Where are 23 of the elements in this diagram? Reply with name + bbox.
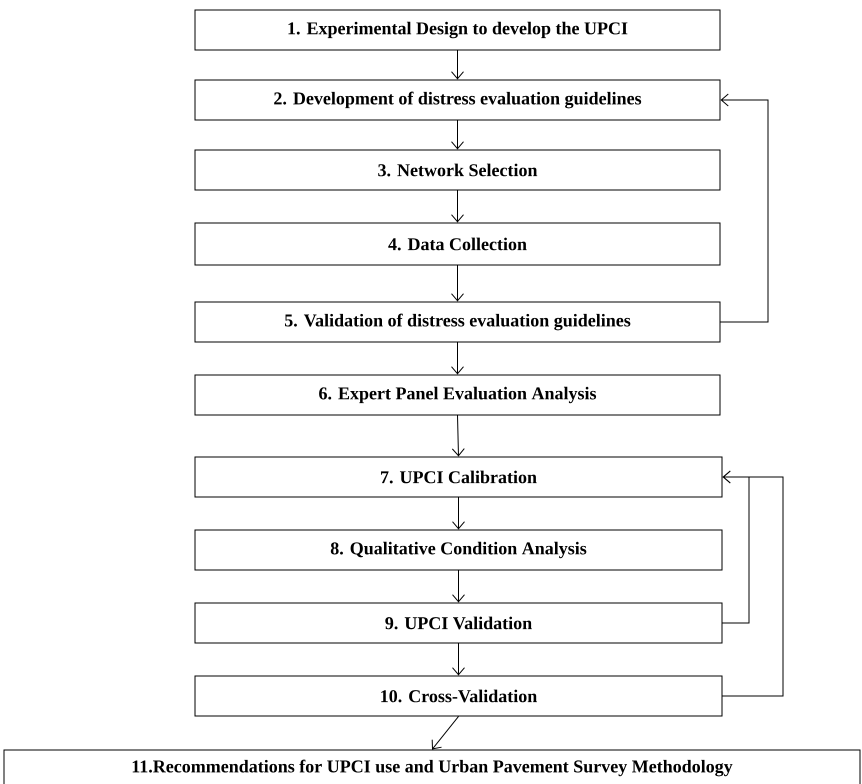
process-box: 2. Development of distress evaluation guidelines <box>194 80 720 120</box>
process-box: 11.Recommendations for UPCI use and Urban Pavement Survey Methodology <box>4 750 860 784</box>
process-box: 10. Cross-Validation <box>194 676 722 716</box>
arrow <box>432 716 459 750</box>
arrow <box>452 643 465 676</box>
arrow <box>451 190 464 222</box>
process-box: 8. Qualitative Condition Analysis <box>194 530 722 570</box>
process-box: 6. Expert Panel Evaluation Analysis <box>194 374 720 416</box>
arrow <box>720 94 768 322</box>
process-box: 7. UPCI Calibration <box>194 456 722 498</box>
arrow <box>452 497 465 530</box>
process-box: 5. Validation of distress evaluation guidelines <box>194 302 720 342</box>
arrow <box>722 470 784 696</box>
arrow <box>452 415 465 456</box>
arrow <box>451 342 464 374</box>
process-box: 3. Network Selection <box>194 150 720 190</box>
process-box: 9. UPCI Validation <box>194 602 722 644</box>
arrow <box>452 570 465 602</box>
process-box: 1. Experimental Design to develop the UPCI <box>194 10 720 50</box>
process-box: 4. Data Collection <box>194 222 720 266</box>
arrow <box>451 265 464 302</box>
arrow <box>451 120 464 150</box>
arrow <box>451 50 464 80</box>
